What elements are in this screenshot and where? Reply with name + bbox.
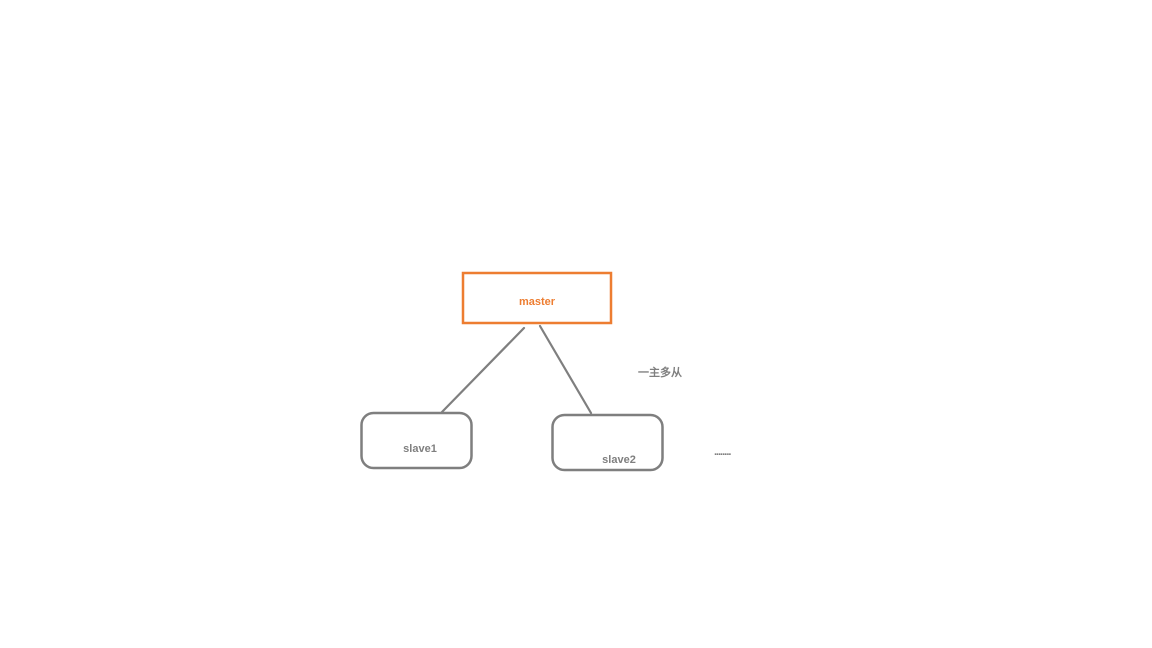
diagram-caption: 一主多从 xyxy=(638,367,682,379)
slave1-label: slave1 xyxy=(403,443,437,455)
more-slaves-ellipsis: ........ xyxy=(714,446,731,458)
master-node xyxy=(461,271,613,325)
slave2-label: slave2 xyxy=(602,454,636,466)
master-label: master xyxy=(518,296,556,308)
slave1-node xyxy=(360,411,473,470)
slave2-node xyxy=(551,413,664,472)
connector-master-slave2 xyxy=(538,324,593,415)
connector-master-slave1 xyxy=(440,326,526,414)
